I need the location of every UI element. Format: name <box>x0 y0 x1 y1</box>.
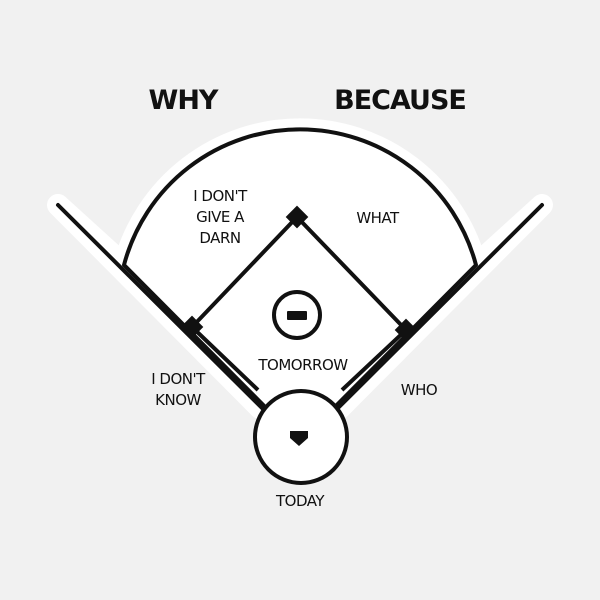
label-tomorrow: TOMORROW <box>258 356 348 374</box>
label-i-dont-know: I DON'T KNOW <box>151 370 205 409</box>
right-foul-line <box>330 203 544 416</box>
label-what: WHAT <box>356 209 399 227</box>
pitchers-rubber <box>287 311 307 320</box>
home-plate <box>290 431 308 446</box>
label-today: TODAY <box>275 492 325 510</box>
outfield <box>122 127 478 444</box>
label-why: WHY <box>148 85 219 116</box>
label-because: BECAUSE <box>334 85 467 116</box>
first-base <box>394 318 418 342</box>
label-who: WHO <box>400 381 438 399</box>
left-foul-line <box>56 203 270 416</box>
label-i-dont-give-a-darn: I DON'T GIVE A DARN <box>193 187 247 247</box>
